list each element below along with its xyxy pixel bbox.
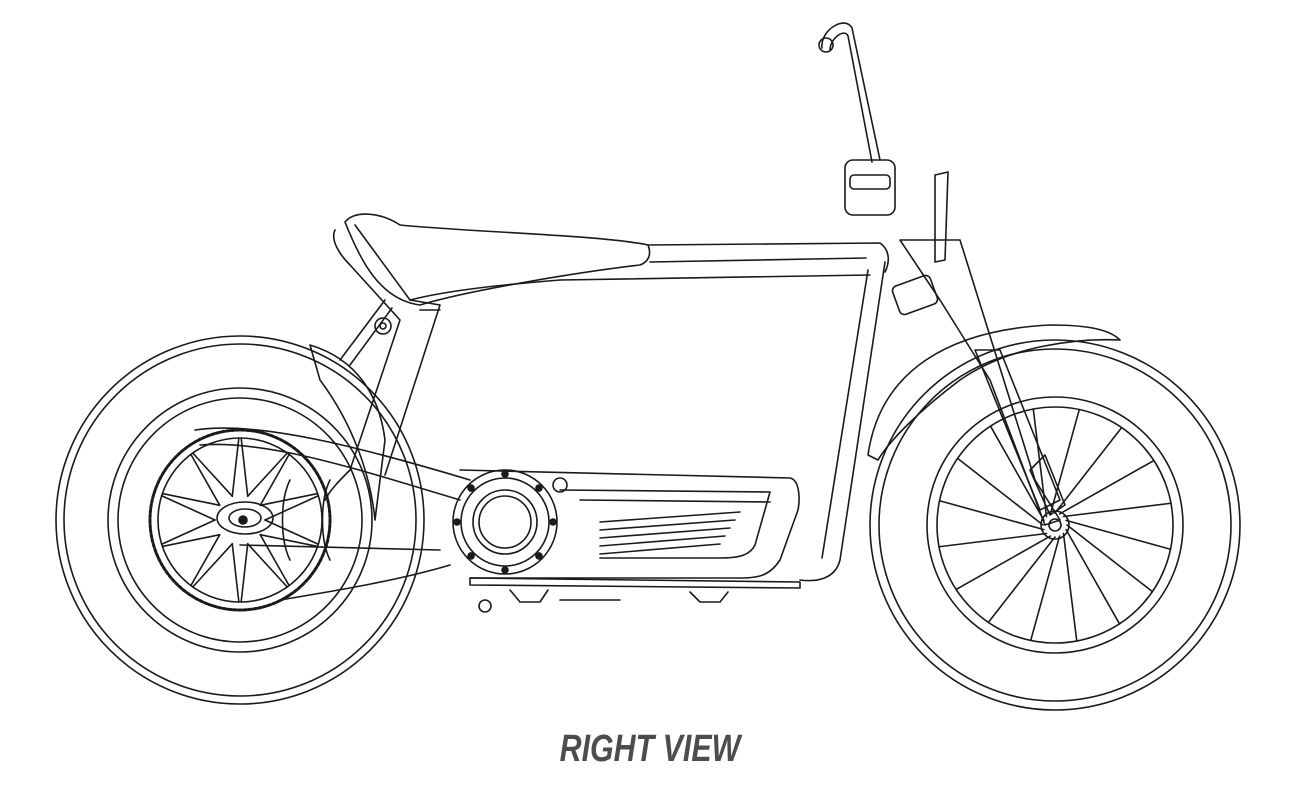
motor-bolt bbox=[550, 519, 556, 525]
spoke bbox=[1033, 409, 1046, 516]
spoke bbox=[162, 496, 215, 520]
spoke bbox=[241, 544, 248, 602]
rear-fender bbox=[310, 345, 385, 520]
motor-bolt bbox=[454, 519, 460, 525]
spoke bbox=[162, 520, 215, 544]
spoke bbox=[988, 537, 1055, 622]
spoke bbox=[248, 544, 288, 587]
spoke bbox=[1067, 525, 1152, 592]
rear-shock bbox=[340, 300, 392, 365]
motor-bolt bbox=[468, 485, 474, 491]
view-caption: RIGHT VIEW bbox=[559, 728, 741, 770]
spoke bbox=[191, 454, 220, 505]
seat bbox=[345, 214, 650, 305]
front-wheel bbox=[870, 340, 1240, 710]
spoke bbox=[191, 535, 220, 586]
motor bbox=[453, 470, 557, 574]
spoke bbox=[991, 426, 1044, 520]
spoke bbox=[241, 438, 248, 496]
spoke bbox=[265, 520, 318, 544]
rear-wheel bbox=[56, 336, 424, 704]
spoke bbox=[260, 494, 317, 506]
spoke bbox=[1050, 410, 1079, 514]
swingarm bbox=[195, 428, 470, 600]
spoke bbox=[956, 536, 1050, 589]
spoke bbox=[193, 453, 233, 496]
motor-bolt bbox=[468, 553, 474, 559]
spoke bbox=[193, 544, 233, 587]
spoke bbox=[265, 496, 318, 520]
spoke bbox=[1060, 461, 1154, 514]
spoke bbox=[958, 458, 1043, 525]
motor-bolt bbox=[502, 567, 508, 573]
spoke bbox=[1031, 536, 1060, 640]
spoke bbox=[939, 533, 1046, 546]
spoke bbox=[232, 544, 239, 602]
spoke bbox=[260, 535, 289, 586]
spoke bbox=[248, 453, 288, 496]
handlebar bbox=[819, 23, 948, 262]
spoke bbox=[232, 438, 239, 496]
motor-bolt bbox=[536, 485, 542, 491]
motor-bolt bbox=[502, 471, 508, 477]
spoke bbox=[1066, 520, 1170, 549]
motor-bolt bbox=[536, 553, 542, 559]
spoke bbox=[1063, 503, 1170, 516]
spoke bbox=[260, 535, 317, 547]
frame bbox=[283, 225, 889, 581]
spoke bbox=[162, 535, 219, 547]
spoke bbox=[260, 454, 289, 505]
spoke bbox=[1066, 530, 1119, 624]
spoke bbox=[162, 494, 219, 506]
spoke bbox=[1055, 428, 1122, 513]
front-fender bbox=[868, 325, 1120, 460]
spoke bbox=[1063, 533, 1076, 640]
battery-box bbox=[460, 470, 800, 612]
spoke bbox=[940, 501, 1044, 530]
front-fork bbox=[891, 240, 1065, 525]
